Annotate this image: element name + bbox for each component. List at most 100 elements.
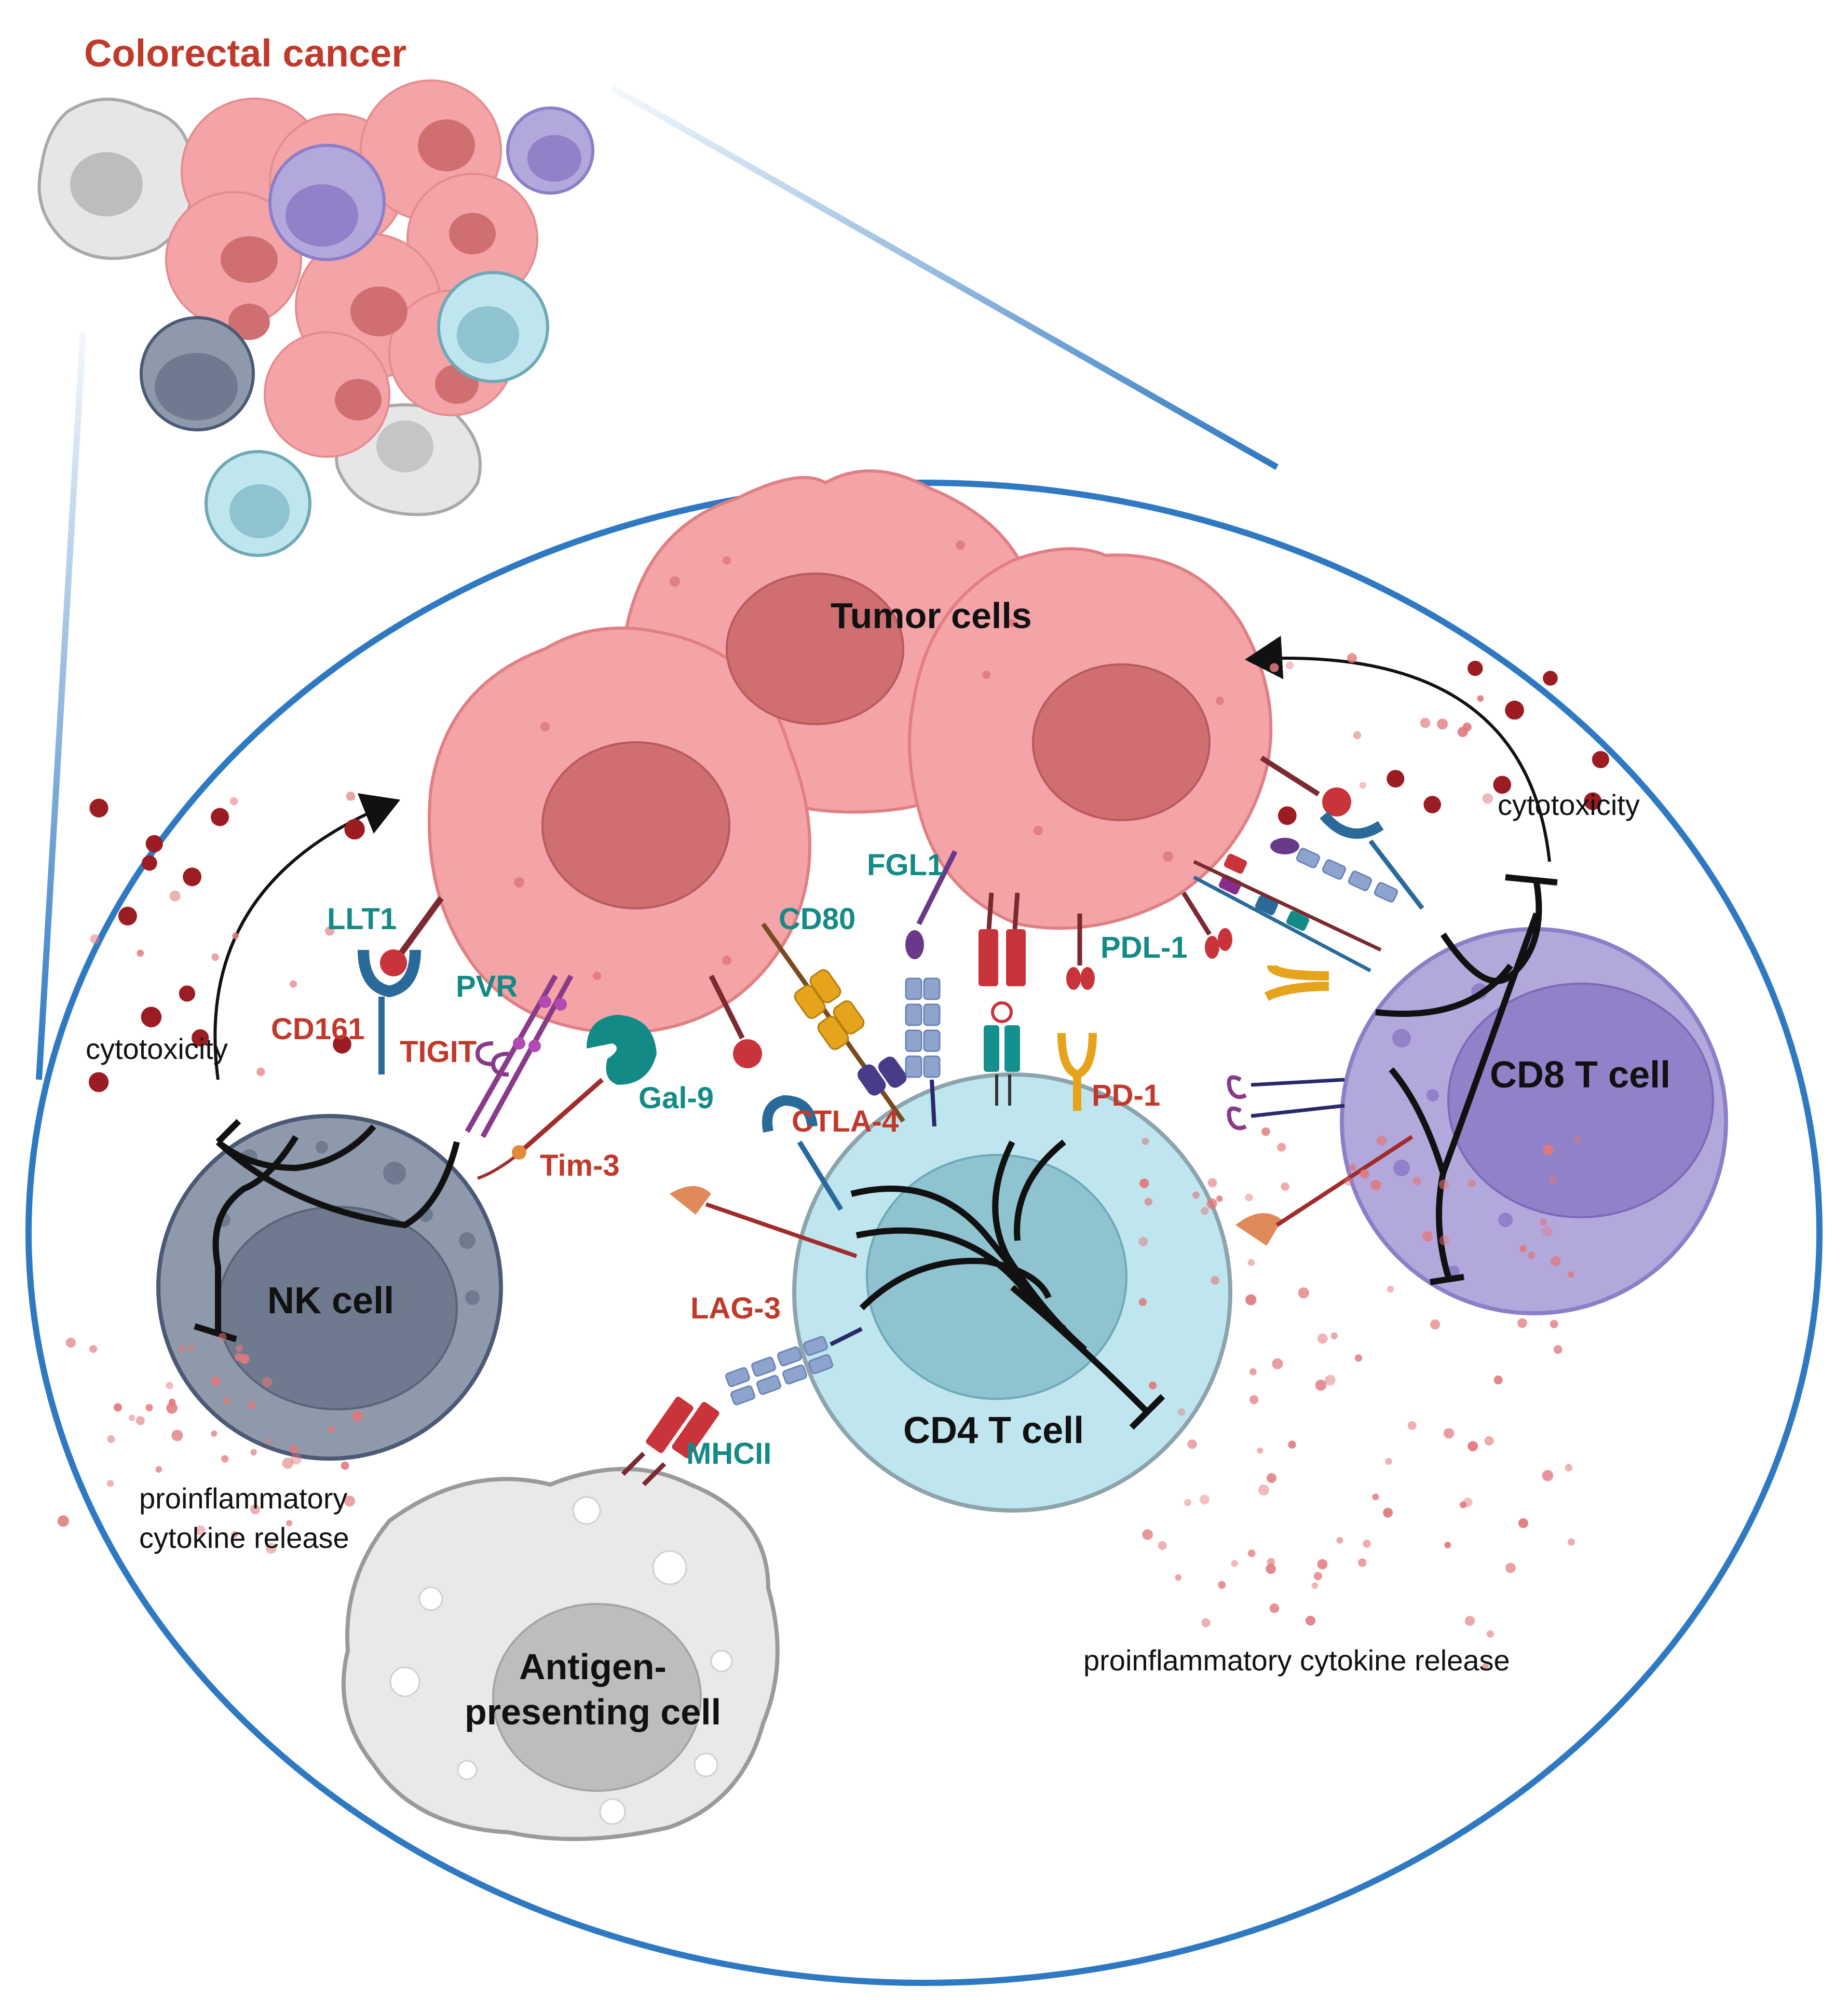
cytokine-dot [1267,1558,1275,1566]
cytokine-dot [211,1430,218,1437]
cytokine-dot [113,1403,123,1412]
label-ctla4: CTLA-4 [792,1105,899,1138]
cytokine-dot [1437,718,1448,730]
cytokine-dot [1568,1271,1574,1278]
cytokine-dot [1385,1458,1392,1465]
cytokine-dot [1359,782,1367,789]
cytokine-dot [1201,1207,1209,1215]
cytotoxicity-arrow-right [1245,635,1551,862]
label-cytokine-left-1: proinflammatory [139,1482,347,1515]
cytokine-dot [1550,1319,1558,1328]
cytokine-dot [265,1543,277,1554]
cytokine-dot [1360,1169,1369,1179]
cytokine-dot [352,1410,363,1422]
cytokine-dot [1542,1226,1553,1236]
cytokine-dot [1138,1298,1147,1306]
cytokine-dot [1363,1540,1371,1548]
cytokine-dot [57,1515,69,1527]
cytokine-dot [250,1449,257,1456]
label-lag3: LAG-3 [690,1291,781,1325]
cytokine-dot [341,1461,349,1470]
cytokine-dot [65,1338,76,1348]
cytokine-dot [1313,1572,1323,1581]
cytokine-dot [1158,1541,1167,1550]
cytokine-dot [1315,1379,1327,1391]
cytokine-dot [1144,1198,1152,1206]
cytokine-dot [1528,1251,1536,1259]
cytokine-dot [1493,775,1512,794]
cytokine-dot [1422,1231,1433,1242]
label-apc-line2: presenting cell [465,1692,721,1732]
cytokine-dot [1353,731,1362,740]
cytokine-dot [1138,1236,1148,1246]
cytokine-dot [1372,1493,1379,1501]
pd1-receptor [1057,1032,1097,1111]
cytokine-dot [195,1525,206,1535]
cytokine-dot [1505,700,1524,720]
cytokine-dot [1568,1538,1575,1546]
cytokine-dot [90,934,100,944]
cytokine-dot [1462,723,1472,732]
cytokine-dot [1206,1198,1217,1209]
cytokine-dot [325,926,335,936]
ctla4-receptor [857,1056,907,1096]
label-gal9: Gal-9 [638,1081,714,1115]
cytokine-dot [1543,1144,1554,1155]
cytokine-dot [1484,1436,1494,1446]
label-nk-cell: NK cell [267,1280,394,1322]
cytokine-dot [1218,1581,1226,1589]
cytokine-dot [1540,1218,1547,1226]
cytokine-dot [1376,1135,1387,1146]
cytokine-dot [1288,1440,1296,1449]
cytokine-dot [1347,653,1357,663]
cytokine-dot [1286,661,1294,670]
cytokine-dot [1505,1562,1516,1573]
cytotoxicity-arrow-left [213,793,401,1080]
nk-cell [156,1114,503,1461]
cytokine-dot [1249,1395,1259,1405]
cytokine-dot [218,1332,227,1341]
page-title: Colorectal cancer [84,32,406,75]
cytokine-dot [1467,660,1483,676]
cytokine-dot [1467,1179,1476,1188]
cytokine-dot [328,1426,335,1433]
lag3-mhcii-link [621,1327,863,1487]
cytokine-dot [250,1504,260,1515]
cytokine-dot [1387,770,1405,788]
cytokine-dot [1207,1178,1217,1188]
tigit-receptor [475,1041,509,1077]
cytokine-dot [344,1495,356,1507]
llt1-ligand [380,949,407,976]
cytokine-dot [169,890,181,902]
cytokine-dot [248,1401,256,1409]
label-cd80: CD80 [779,902,855,936]
pdl1-ligands [1066,891,1232,990]
cytokine-dot [236,1344,243,1352]
cytokine-dot [229,797,238,806]
cytokine-dot [346,792,356,801]
cytokine-dot [192,1029,209,1047]
cytokine-dot [1430,1319,1441,1330]
cytokine-dot [1551,1256,1561,1267]
cytokine-dot [211,808,229,826]
label-cd8-t-cell: CD8 T cell [1490,1054,1670,1096]
cytokine-dot [1192,1191,1200,1199]
cd4-cell-nucleus [866,1154,1127,1400]
cytokine-dot [187,1344,195,1352]
cytokine-dots [57,653,1609,1670]
overview-cluster [37,79,594,557]
zoom-ellipse [25,480,1823,1986]
cytokine-dot [1387,1285,1394,1293]
cytokine-dot [145,835,163,853]
antigen-presenting-cell [341,1467,780,1841]
cd80-ligand [794,969,865,1050]
label-mhcii: MHCII [686,1437,771,1471]
cytokine-dot [1519,1245,1527,1253]
cytokine-dot [333,1035,351,1054]
cytokine-dot [171,1430,183,1441]
cytokine-dot [1247,1549,1256,1557]
cytokine-dot [145,1404,153,1411]
cytokine-dot [1266,1563,1276,1574]
